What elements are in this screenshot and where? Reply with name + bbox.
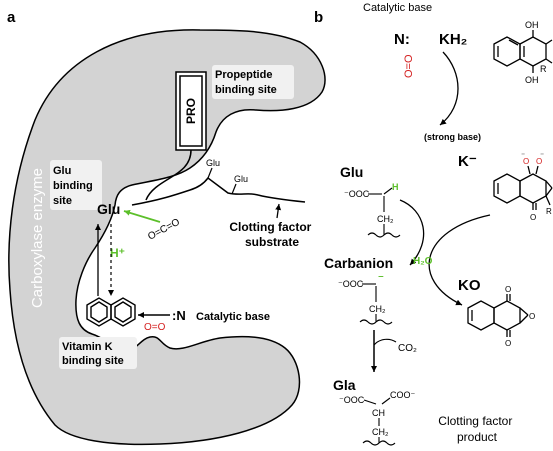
k-minus-charge-2: ⁻ [540, 151, 544, 160]
ko-label: KO [458, 277, 481, 294]
catalytic-base-b: Catalytic base [363, 2, 432, 14]
co2-curve [373, 338, 397, 346]
gla-wave [362, 440, 396, 446]
carb-coo: ⁻OOC [338, 279, 364, 289]
kh2-r: R [540, 64, 547, 74]
carbanion-label: Carbanion [324, 255, 393, 271]
catalytic-base-a: Catalytic base [196, 311, 270, 323]
pro-label: PRO [184, 98, 198, 124]
vitk-site-label: Vitamin K binding site [62, 341, 124, 367]
h-plus-label: H⁺ [110, 246, 125, 260]
pro-connector [145, 149, 192, 201]
ko-o-bottom: O [505, 339, 511, 348]
glu-side-chain-1 [207, 167, 213, 179]
glu-coo: ⁻OOC [344, 189, 370, 199]
co2-arrow [123, 209, 161, 223]
ko-o-epoxide: O [529, 312, 535, 321]
glu-bond-h [383, 187, 393, 195]
panel-b-label: b [314, 9, 323, 26]
ko-o-top: O [505, 285, 511, 294]
panel-b: b Catalytic base N: KH₂ OH OH R O=O (str… [314, 2, 553, 446]
propeptide-site-box [212, 65, 294, 99]
gla-ch: CH [372, 408, 385, 418]
k-to-ko-arrow [428, 214, 491, 306]
k-minus-o1: O [523, 157, 529, 166]
glu-site-label: Glu binding site [53, 165, 96, 207]
k-minus-structure [493, 165, 553, 210]
h2o-label: H₂O [413, 256, 433, 267]
glu-side-1: Glu [206, 158, 220, 168]
panel-a-label: a [7, 9, 16, 26]
glu-side-chain-2 [231, 183, 237, 195]
substrate-label: Clotting factor substrate [229, 220, 314, 249]
n-base-label: N: [394, 31, 410, 48]
glu-b-label: Glu [340, 164, 363, 180]
glu-site-box [50, 160, 102, 210]
vitk-site-box [59, 337, 137, 369]
co2-label: O=C=O [146, 217, 182, 243]
oxygen-mol-b: O=O [403, 54, 415, 78]
oxygen-mol-a: O=O [144, 322, 166, 333]
kh2-structure [493, 30, 553, 73]
k-minus-o-bottom: O [530, 213, 536, 222]
glu-label: Glu [97, 201, 120, 217]
strong-base: (strong base) [424, 132, 481, 142]
carb-wave [359, 319, 393, 325]
gla-coo-right: COO⁻ [390, 390, 416, 400]
substrate-pointer [275, 203, 282, 219]
carb-ch2: CH₂ [369, 304, 386, 314]
gla-coo-left: ⁻OOC [339, 395, 365, 405]
propeptide-site-label: Propeptide binding site [215, 69, 277, 96]
gla-ch2: CH₂ [372, 427, 389, 437]
glu-wave [367, 232, 401, 238]
glu-to-carbanion-arrow [399, 199, 425, 266]
panel-a: a Carboxylase enzyme PRO Propeptide bind… [7, 9, 326, 446]
ko-structure [467, 294, 529, 337]
vitamin-k-ring [86, 297, 136, 327]
kh2-oh-top: OH [525, 20, 539, 30]
substrate-chain [131, 176, 306, 206]
k-minus-label: K⁻ [458, 153, 477, 170]
enzyme-label: Carboxylase enzyme [29, 168, 46, 308]
product-label: Clotting factor product [438, 414, 515, 444]
gla-bond-right [381, 397, 391, 405]
gla-bond-left [363, 399, 377, 405]
k-minus-o2: O [536, 157, 542, 166]
kh2-label: KH₂ [439, 31, 467, 48]
carb-minus: ⁻ [378, 273, 384, 285]
gla-label: Gla [333, 377, 356, 393]
co2-b-label: CO₂ [398, 343, 417, 354]
glu-h: H [392, 182, 399, 192]
glu-ch2: CH₂ [377, 214, 394, 224]
glu-side-2: Glu [234, 174, 248, 184]
kh2-oh-bottom: OH [525, 75, 539, 85]
k-minus-r: R [546, 207, 552, 216]
base-n-label: :N [172, 308, 186, 323]
k-minus-charge-1: ⁻ [521, 151, 525, 160]
pro-box-inner [179, 75, 203, 147]
kh2-to-k-arrow [439, 51, 459, 126]
